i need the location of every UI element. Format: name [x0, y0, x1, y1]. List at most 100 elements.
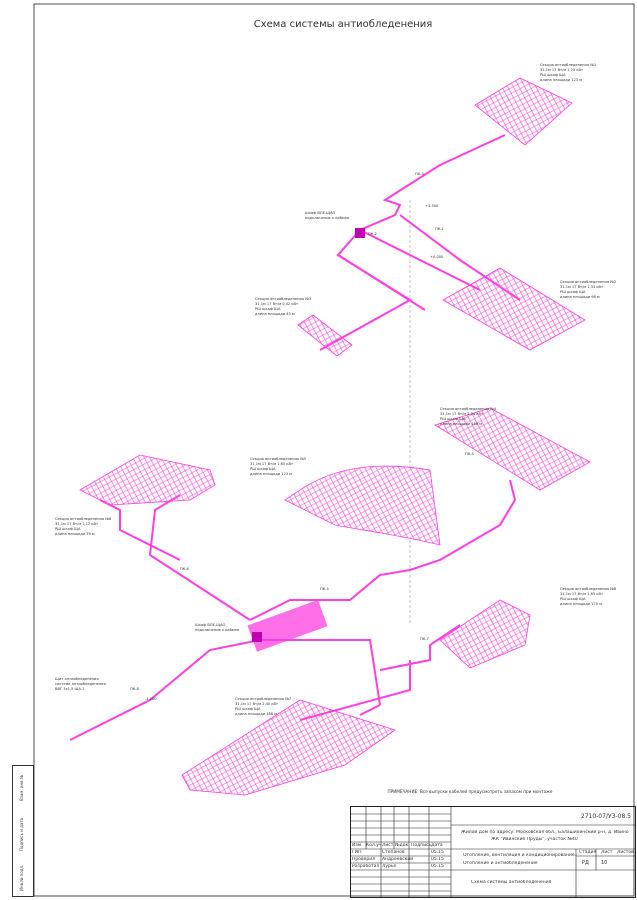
elevation-mark: +0.000 — [430, 255, 444, 259]
sheet-value: 10 — [601, 860, 608, 866]
junction-box-2 — [252, 632, 262, 642]
svg-text:31,1м 17 Вт/м 1,65 кВт: 31,1м 17 Вт/м 1,65 кВт — [560, 592, 603, 596]
svg-text:31,1м 17 Вт/м 1,65 кВт: 31,1м 17 Вт/м 1,65 кВт — [250, 462, 293, 466]
svg-text:длина площади 168 м: длина площади 168 м — [440, 422, 482, 426]
svg-text:31,1м 17 Вт/м 0,42 кВт: 31,1м 17 Вт/м 0,42 кВт — [255, 302, 298, 306]
title-block: 2710-07/УЗ-08.5 Жилой дом по адресу: Мос… — [350, 806, 636, 898]
svg-text:РШ шкаф ЩА: РШ шкаф ЩА — [255, 307, 281, 311]
col-header: Кол.уч. — [366, 843, 384, 848]
svg-text:Щит антиобледенения: Щит антиобледенения — [55, 677, 99, 681]
side-stamp: Инв.№ подл. Подпись и дата Взам. инв.№ — [12, 765, 34, 897]
svg-text:РШ шкаф ЩА: РШ шкаф ЩА — [55, 527, 81, 531]
heating-zone-7 — [439, 599, 531, 669]
section-title: Отопление, вентиляция и кондиционировани… — [463, 853, 577, 858]
stamp-field: Инв.№ подл. — [19, 864, 24, 891]
svg-text:Секция антиобледенения №2: Секция антиобледенения №2 — [560, 280, 616, 284]
col-header: Дата — [431, 843, 443, 848]
svg-text:РШ шкаф ЩА: РШ шкаф ЩА — [560, 290, 586, 294]
date: 05.15 — [431, 857, 444, 862]
mark: ПК-3 — [415, 172, 424, 176]
col-header: Лист — [382, 843, 394, 848]
svg-text:31,1м 17 Вт/м 1,25 кВт: 31,1м 17 Вт/м 1,25 кВт — [540, 68, 583, 72]
svg-text:РШ шкаф ЩА: РШ шкаф ЩА — [560, 597, 586, 601]
stamp-field: Подпись и дата — [19, 817, 24, 851]
svg-text:РШ шкаф ЩА: РШ шкаф ЩА — [235, 707, 261, 711]
date: 05.15 — [431, 864, 444, 869]
role: Разработал — [352, 864, 380, 869]
person: Степанов — [382, 850, 405, 855]
stage-header: Стадия — [579, 850, 597, 855]
mark: ПК-5 — [320, 587, 329, 591]
svg-text:31,1м 17 Вт/м 2,24 кВт: 31,1м 17 Вт/м 2,24 кВт — [440, 412, 483, 416]
sheet-header: Лист — [601, 850, 613, 855]
heating-zone-4 — [434, 407, 591, 491]
object-name: Жилой дом по адресу: Московская обл., Ба… — [461, 830, 629, 835]
svg-text:31,1м 17 Вт/м 2,40 кВт: 31,1м 17 Вт/м 2,40 кВт — [235, 702, 278, 706]
svg-text:длина площади 123 м: длина площади 123 м — [540, 78, 582, 82]
role: Проверил — [352, 857, 376, 862]
drawing-note: ПРИМЕЧАНИЕ: Все выпуски кабелей предусмо… — [388, 789, 553, 794]
heating-zone-3 — [297, 314, 353, 357]
svg-text:РШ шкаф ЩА: РШ шкаф ЩА — [250, 467, 276, 471]
cable-bundle — [247, 599, 328, 652]
drawing-title: Схема системы антиобледенения — [254, 19, 433, 30]
stamp-field: Взам. инв.№ — [19, 775, 24, 801]
document-code: 2710-07/УЗ-08.5 — [580, 813, 631, 820]
sheet-title: Схема системы антиобледенения — [471, 880, 552, 885]
svg-text:Секция антиобледенения №3: Секция антиобледенения №3 — [255, 297, 311, 301]
section-title-2: Отопление и антиобледенение — [463, 861, 538, 866]
svg-text:Секция антиобледенения №4: Секция антиобледенения №4 — [440, 407, 497, 411]
svg-text:ВВГ 3х1,5 ЩА 1: ВВГ 3х1,5 ЩА 1 — [55, 687, 84, 691]
svg-text:длина площади 45 м: длина площади 45 м — [255, 312, 295, 316]
col-header: Изм. — [352, 843, 363, 848]
svg-text:длина площади 76 м: длина площади 76 м — [55, 532, 95, 536]
mark: ПК-4 — [465, 452, 475, 456]
svg-text:Шкаф ВЛЕ-ЩАО: Шкаф ВЛЕ-ЩАО — [195, 623, 226, 627]
svg-text:Шкаф ВЛЕ-ЩАО: Шкаф ВЛЕ-ЩАО — [305, 211, 336, 215]
heating-zone-1 — [474, 77, 573, 146]
svg-text:длина площади 123 м: длина площади 123 м — [250, 472, 292, 476]
svg-text:Секция антиобледенения №7: Секция антиобледенения №7 — [235, 697, 291, 701]
svg-text:Секция антиобледенения №5: Секция антиобледенения №5 — [250, 457, 306, 461]
mark: ПК-7 — [420, 637, 429, 641]
heating-zone-6 — [79, 454, 216, 506]
role: ГИП — [352, 850, 362, 855]
svg-text:РШ шкаф ЩА: РШ шкаф ЩА — [440, 417, 466, 421]
mark: ПК-1 — [435, 227, 444, 231]
svg-text:длина площади 98 м: длина площади 98 м — [560, 295, 600, 299]
date: 05.15 — [431, 850, 444, 855]
person: Лурье — [382, 864, 397, 869]
svg-text:Секция антиобледенения №1: Секция антиобледенения №1 — [540, 63, 596, 67]
svg-text:Секция антиобледенения №8: Секция антиобледенения №8 — [560, 587, 617, 591]
stage-value: РД — [582, 860, 589, 866]
object-name-2: ЖК "Ивинские Пруды", участок №40 — [491, 837, 578, 842]
col-header: Подпись — [411, 843, 432, 848]
mark: ПК-2 — [368, 232, 377, 236]
elevation-mark: +3.500 — [425, 204, 439, 208]
svg-text:длина площади 170 м: длина площади 170 м — [560, 602, 602, 606]
person: Андреевский — [382, 857, 414, 862]
svg-text:РШ шкаф ЩА: РШ шкаф ЩА — [540, 73, 566, 77]
svg-text:подключение к кабелю: подключение к кабелю — [195, 628, 239, 632]
heating-zone-8 — [181, 699, 396, 796]
col-header: №док. — [395, 843, 410, 848]
cable-routes — [69, 134, 521, 741]
svg-text:31,1м 17 Вт/м 1,12 кВт: 31,1м 17 Вт/м 1,12 кВт — [55, 522, 98, 526]
svg-text:Секция антиобледенения №6: Секция антиобледенения №6 — [55, 517, 112, 521]
svg-text:система антиобледенения: система антиобледенения — [55, 682, 106, 686]
mark: ПК-6 — [180, 567, 190, 571]
elevation-mark: -1.200 — [145, 697, 157, 701]
svg-text:длина площади 168 м: длина площади 168 м — [235, 712, 277, 716]
heating-zone-5 — [284, 465, 441, 546]
